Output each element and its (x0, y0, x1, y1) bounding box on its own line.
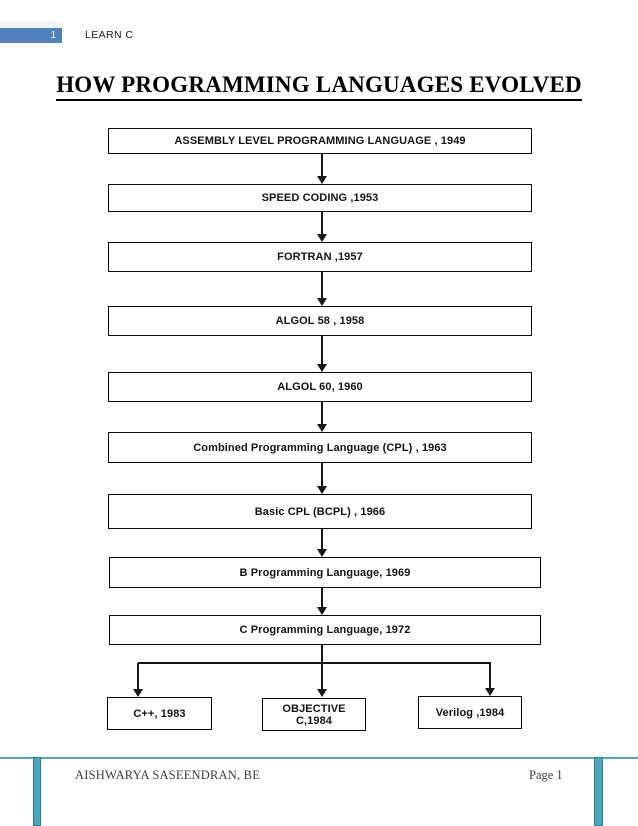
branch-horizontal-line (138, 662, 491, 664)
arrow-down-connector-2 (321, 212, 323, 234)
flowchart-node-cpl: Combined Programming Language (CPL) , 19… (108, 432, 532, 463)
header-doc-title: LEARN C (85, 29, 134, 41)
flowchart-node-algol58: ALGOL 58 , 1958 (108, 306, 532, 336)
flowchart-node-bcpl: Basic CPL (BCPL) , 1966 (108, 494, 532, 529)
flowchart-node-c-language: C Programming Language, 1972 (109, 615, 541, 645)
footer-divider-line (0, 757, 638, 759)
arrow-down-connector-1 (321, 154, 323, 176)
flowchart-node-cpp: C++, 1983 (107, 697, 212, 730)
footer-author: AISHWARYA SASEENDRAN, BE (75, 768, 261, 782)
footer-accent-bar-left (33, 757, 41, 826)
footer-accent-bar-right (594, 757, 603, 826)
arrow-down-connector-6 (321, 463, 323, 486)
branch-arrow-middle (321, 663, 323, 689)
flowchart-node-assembly: ASSEMBLY LEVEL PROGRAMMING LANGUAGE , 19… (108, 128, 532, 154)
flowchart-node-verilog: Verilog ,1984 (418, 696, 522, 729)
arrow-down-connector-8 (321, 588, 323, 607)
page-number-badge: 1 (0, 28, 62, 43)
page-title-text: HOW PROGRAMMING LANGUAGES EVOLVED (56, 72, 582, 101)
page-title: HOW PROGRAMMING LANGUAGES EVOLVED (0, 72, 638, 101)
flowchart-node-speed-coding: SPEED CODING ,1953 (108, 184, 532, 212)
branch-arrow-right (489, 663, 491, 688)
arrow-down-connector-5 (321, 402, 323, 424)
footer-page-number: Page 1 (529, 768, 563, 782)
arrow-down-connector-3 (321, 272, 323, 298)
flowchart-node-b-language: B Programming Language, 1969 (109, 557, 541, 588)
arrow-down-connector-7 (321, 529, 323, 549)
branch-arrow-left (137, 663, 139, 689)
flowchart-node-algol60: ALGOL 60, 1960 (108, 372, 532, 402)
flowchart-node-objective-c: OBJECTIVE C,1984 (262, 698, 366, 731)
branch-stem-line (321, 645, 323, 663)
header-light-strip (0, 22, 63, 28)
arrow-down-connector-4 (321, 336, 323, 364)
flowchart-node-fortran: FORTRAN ,1957 (108, 242, 532, 272)
